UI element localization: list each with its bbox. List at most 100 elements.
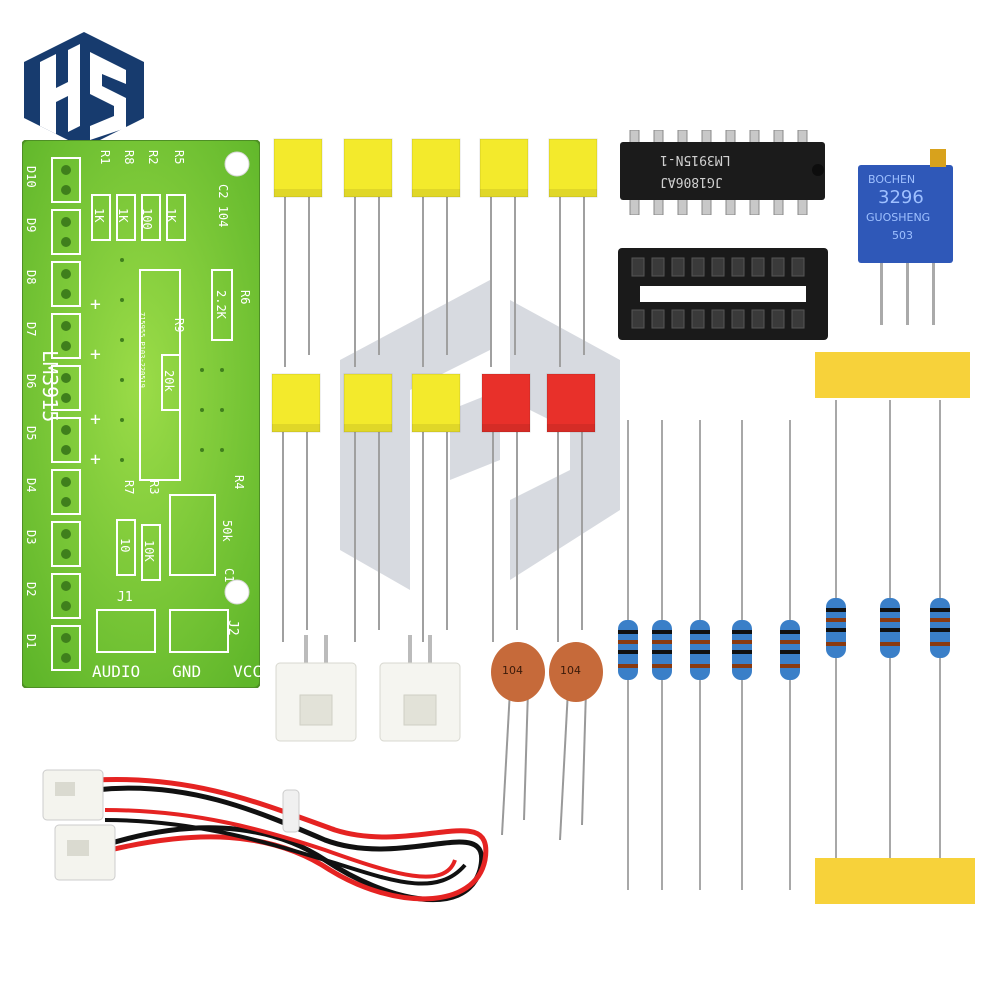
label-gnd: GND bbox=[172, 662, 202, 681]
pcb-led-pad bbox=[51, 313, 81, 359]
ic-marking-line1: LM3915N-1 bbox=[660, 152, 731, 167]
svg-text:+: + bbox=[90, 409, 101, 430]
yellow-led bbox=[271, 373, 321, 642]
yellow-led bbox=[273, 138, 323, 367]
socket-pin-hole bbox=[771, 257, 785, 277]
pcb-led-pad bbox=[51, 625, 81, 671]
resistor bbox=[618, 420, 638, 890]
pcb-led-label: D9 bbox=[24, 218, 38, 233]
label-c1: C1 bbox=[222, 568, 236, 583]
trimpot-value: 503 bbox=[892, 229, 913, 242]
yellow-led bbox=[548, 138, 598, 367]
yellow-led bbox=[479, 138, 529, 367]
pcb-led-pad bbox=[51, 417, 81, 463]
pcb-resistor-designator: R7 bbox=[122, 480, 136, 495]
label-c2: C2 104 bbox=[216, 184, 230, 227]
pcb-led-label: D10 bbox=[24, 166, 38, 188]
wire-harness bbox=[42, 769, 489, 903]
yellow-led bbox=[411, 138, 461, 367]
resistor bbox=[652, 420, 672, 890]
pcb-resistor-designator: R3 bbox=[147, 480, 161, 495]
svg-text:+: + bbox=[90, 449, 101, 470]
pcb-pad-hole bbox=[61, 269, 71, 279]
socket-pin-hole bbox=[691, 257, 705, 277]
socket-pin-hole bbox=[691, 309, 705, 329]
pcb-chip-label: LM3915 bbox=[38, 350, 62, 423]
label-vcc: VCC bbox=[233, 662, 262, 681]
label-j2: J2 bbox=[225, 620, 240, 636]
pcb-led-label: D7 bbox=[24, 322, 38, 337]
pcb-pad-hole bbox=[61, 529, 71, 539]
socket-pin-hole bbox=[711, 257, 725, 277]
pcb-resistor-designator: R9 bbox=[172, 318, 186, 333]
resistor bbox=[780, 420, 800, 890]
tape-strip-top bbox=[815, 352, 970, 398]
socket-pin-hole bbox=[711, 309, 725, 329]
label-j1: J1 bbox=[117, 590, 133, 605]
pcb-led-label: D2 bbox=[24, 582, 38, 597]
label-audio: AUDIO bbox=[92, 662, 141, 681]
ceramic-capacitor-2: 104 bbox=[546, 640, 606, 840]
pcb-pad-hole bbox=[61, 601, 71, 611]
socket-pin-hole bbox=[731, 257, 745, 277]
pcb-pad-hole bbox=[61, 581, 71, 591]
pcb-led-label: D5 bbox=[24, 426, 38, 441]
pcb-pad-hole bbox=[61, 497, 71, 507]
brand-logo bbox=[24, 32, 144, 148]
yellow-led bbox=[343, 373, 393, 642]
pcb-resistor-designator: R6 bbox=[238, 290, 252, 305]
pcb-pad-hole bbox=[61, 393, 71, 403]
socket-pin-hole bbox=[671, 309, 685, 329]
pcb-pad-hole bbox=[61, 289, 71, 299]
socket-pin-hole bbox=[651, 309, 665, 329]
pcb-board-code: 715955 P103-220519 bbox=[138, 312, 146, 388]
pcb-led-pad bbox=[51, 469, 81, 515]
socket-pin-hole bbox=[791, 309, 805, 329]
capacitor-1-marking: 104 bbox=[502, 664, 523, 677]
svg-text:+: + bbox=[90, 294, 101, 315]
pcb-led-pad bbox=[51, 365, 81, 411]
pcb-resistor-value: 1K bbox=[164, 208, 178, 223]
pcb-led-pad bbox=[51, 261, 81, 307]
socket-pin-hole bbox=[671, 257, 685, 277]
pcb-led-label: D3 bbox=[24, 530, 38, 545]
pcb-led-label: D1 bbox=[24, 634, 38, 649]
label-c2-designator: C2 bbox=[216, 184, 230, 199]
pcb-pad-hole bbox=[61, 165, 71, 175]
pcb-resistor-designator: R1 bbox=[98, 150, 112, 165]
socket-pin-hole bbox=[751, 257, 765, 277]
pcb-resistor-value: 10 bbox=[118, 538, 132, 553]
pcb-pad-hole bbox=[61, 477, 71, 487]
resistor bbox=[690, 420, 710, 890]
pcb-led-pad bbox=[51, 521, 81, 567]
ic-marking-line2: JG1806AJ bbox=[660, 174, 723, 189]
pcb-resistor-designator: R8 bbox=[122, 150, 136, 165]
resistor bbox=[826, 400, 846, 890]
red-led bbox=[481, 373, 531, 642]
pcb-led-label: D4 bbox=[24, 478, 38, 493]
resistor bbox=[880, 400, 900, 890]
pcb-led-pad bbox=[51, 573, 81, 619]
pcb-pad-hole bbox=[61, 373, 71, 383]
capacitor-2-marking: 104 bbox=[560, 664, 581, 677]
pcb-resistor-designator: R2 bbox=[146, 150, 160, 165]
pcb-pad-hole bbox=[61, 425, 71, 435]
label-c2-value: 104 bbox=[216, 205, 230, 228]
pcb-resistor-value: 1K bbox=[92, 208, 106, 223]
socket-pin-hole bbox=[651, 257, 665, 277]
pcb-pad-hole bbox=[61, 237, 71, 247]
socket-pin-hole bbox=[791, 257, 805, 277]
trimpot-model: 3296 bbox=[878, 187, 924, 208]
pcb-pad-hole bbox=[61, 653, 71, 663]
pcb-resistor-designator: R5 bbox=[172, 150, 186, 165]
red-led bbox=[546, 373, 596, 642]
resistor bbox=[930, 400, 950, 890]
pcb-led-label: D6 bbox=[24, 374, 38, 389]
pcb-resistor-value: 1K bbox=[116, 208, 130, 223]
trimpot: BOCHEN 3296 GUOSHENG 503 bbox=[858, 145, 958, 330]
pcb-board: + + + + LM3915 715955 P103-220519 AUDIO … bbox=[22, 140, 262, 688]
pcb-resistor-value: 50k bbox=[220, 520, 234, 542]
socket-pin-hole bbox=[771, 309, 785, 329]
pcb-bottom-labels: AUDIO GND VCC bbox=[92, 662, 262, 681]
yellow-led bbox=[343, 138, 393, 367]
